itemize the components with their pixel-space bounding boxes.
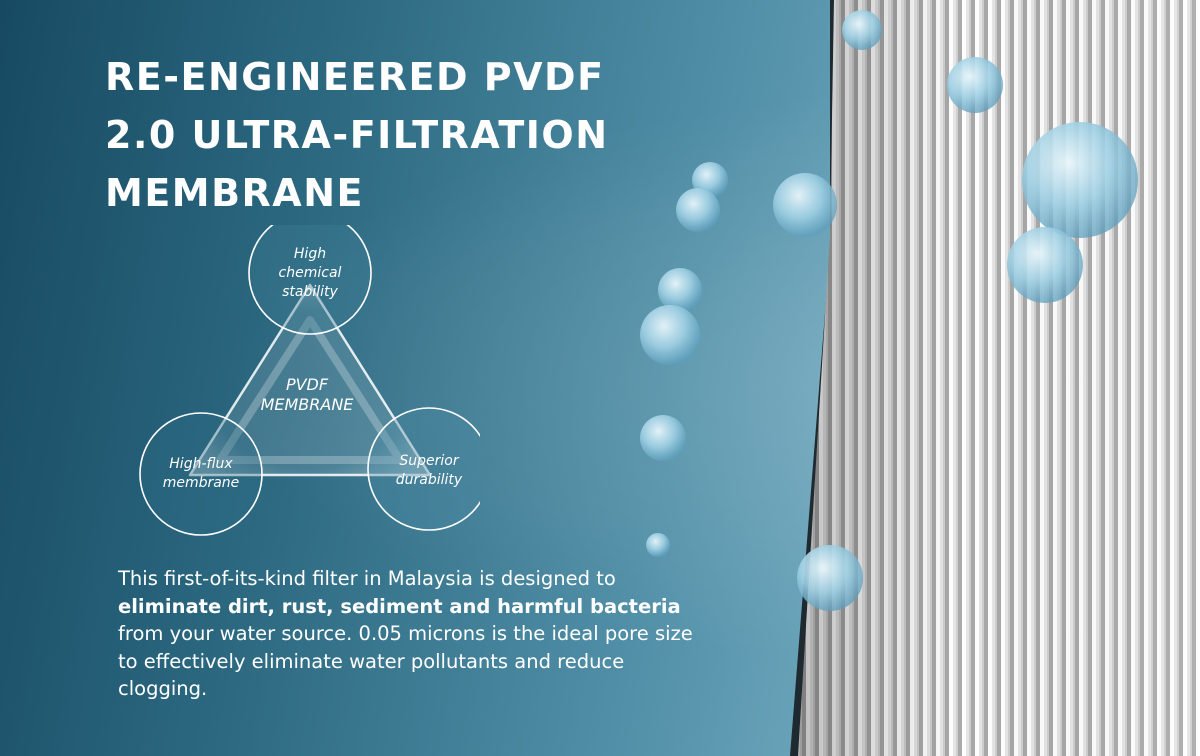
water-droplet xyxy=(1007,227,1083,303)
feature-label-durability: Superior durability xyxy=(374,452,484,490)
description-highlight: eliminate dirt, rust, sediment and harmf… xyxy=(118,594,681,618)
feature-text-line: High xyxy=(293,246,327,262)
water-droplet xyxy=(640,305,700,365)
description-text: This first-of-its-kind filter in Malaysi… xyxy=(118,567,616,590)
diagram-graphic xyxy=(139,225,480,536)
headline-line-1: RE-ENGINEERED PVDF xyxy=(105,55,605,99)
feature-text-line: membrane xyxy=(162,475,240,491)
description-paragraph: This first-of-its-kind filter in Malaysi… xyxy=(118,565,718,703)
feature-circle-right xyxy=(367,407,480,531)
feature-text-line: stability xyxy=(282,284,338,300)
water-droplet xyxy=(773,173,837,237)
feature-text-line: durability xyxy=(395,472,463,488)
membrane-features-diagram: High chemical stability High-flux membra… xyxy=(135,225,480,545)
triangle-connector xyxy=(188,283,432,477)
water-droplet xyxy=(658,268,702,312)
description-text: from your water source. 0.05 microns is … xyxy=(118,622,693,700)
water-droplets xyxy=(640,10,1138,611)
water-droplet xyxy=(640,415,686,461)
feature-text-line: Superior xyxy=(399,453,459,469)
center-text-line: MEMBRANE xyxy=(260,395,354,414)
feature-circle-top xyxy=(248,225,372,335)
feature-circle-left xyxy=(139,412,263,536)
water-droplet xyxy=(676,188,720,232)
water-droplet xyxy=(646,533,670,557)
water-droplet xyxy=(947,57,1003,113)
headline-line-2: 2.0 ULTRA-FILTRATION xyxy=(105,113,609,157)
water-droplet xyxy=(1022,122,1138,238)
feature-label-high-flux: High-flux membrane xyxy=(146,455,256,493)
feature-text-line: High-flux xyxy=(169,456,233,472)
center-text-line: PVDF xyxy=(285,375,329,394)
water-droplet xyxy=(842,10,882,50)
filter-panel-shade xyxy=(798,0,1200,756)
feature-label-chemical-stability: High chemical stability xyxy=(255,245,365,302)
center-label-pvdf-membrane: PVDF MEMBRANE xyxy=(217,375,397,415)
feature-text-line: chemical xyxy=(278,265,342,281)
water-droplet xyxy=(797,545,863,611)
headline-line-3: MEMBRANE xyxy=(105,171,364,215)
headline: RE-ENGINEERED PVDF 2.0 ULTRA-FILTRATION … xyxy=(105,48,609,222)
triangle-inner-glow xyxy=(216,316,404,464)
